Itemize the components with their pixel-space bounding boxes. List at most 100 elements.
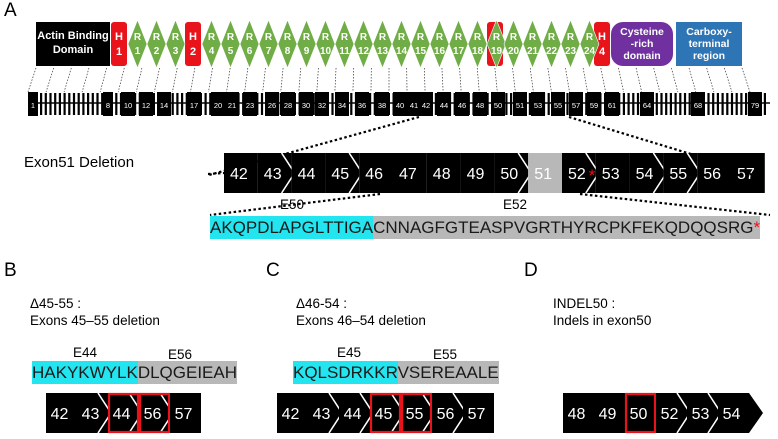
repeat-label: R bbox=[360, 32, 368, 43]
exon-box bbox=[463, 393, 494, 433]
gene-exon-box bbox=[513, 92, 527, 116]
cysteine-rich-domain-label: domain bbox=[623, 50, 660, 62]
repeat-label: R bbox=[455, 32, 463, 43]
repeat-label: R bbox=[134, 32, 142, 43]
domain-gene-connector bbox=[280, 67, 284, 93]
panel-label-c: C bbox=[266, 260, 280, 281]
gene-exon-box bbox=[419, 92, 433, 116]
repeat-10-diamond bbox=[315, 19, 336, 69]
exon-label: 45 bbox=[375, 406, 393, 423]
repeat-4-diamond bbox=[201, 19, 222, 69]
exon-label: 52 bbox=[661, 406, 679, 423]
gene-exon-tick bbox=[134, 93, 137, 115]
carboxy-terminal-region-label: region bbox=[693, 50, 725, 62]
gene-exon-tick bbox=[58, 93, 61, 115]
gene-exon-box bbox=[243, 92, 257, 116]
panel-c-subtitle: Exons 46–54 deletion bbox=[296, 313, 426, 328]
gene-exon-box bbox=[211, 92, 225, 116]
exon-label: 49 bbox=[599, 406, 617, 423]
panel-b-title: Δ45-55 : bbox=[30, 296, 82, 311]
gene-exon-tick bbox=[730, 93, 734, 115]
gene-exon-box bbox=[335, 92, 349, 116]
hinge-1-box bbox=[111, 22, 127, 66]
repeat-number: 18 bbox=[472, 46, 484, 57]
gene-exon-tick bbox=[369, 93, 372, 115]
gene-exon-tick bbox=[49, 93, 52, 115]
hinge-label: H bbox=[189, 31, 197, 43]
gene-exon-label: 14 bbox=[160, 101, 168, 110]
gene-exon-label: 8 bbox=[106, 101, 110, 110]
exon-box bbox=[563, 393, 594, 433]
repeat-number: 11 bbox=[339, 46, 350, 57]
hinge-number: 4 bbox=[599, 46, 606, 58]
repeat-5-diamond bbox=[220, 19, 241, 69]
repeat-14-diamond bbox=[391, 19, 412, 69]
gene-exon-box bbox=[281, 92, 295, 116]
repeat-11-diamond bbox=[334, 19, 355, 69]
gene-exon-tick bbox=[726, 93, 729, 115]
gene-exon-box bbox=[605, 92, 619, 116]
gene-exon-box bbox=[587, 92, 601, 116]
gene-exon-tick bbox=[660, 93, 663, 115]
gene-exon-tick bbox=[44, 93, 47, 115]
domain-gene-connector bbox=[208, 67, 213, 93]
repeat-22-diamond bbox=[541, 19, 562, 69]
gene-exon-tick bbox=[740, 93, 743, 115]
exon-label: 43 bbox=[313, 406, 331, 423]
exon-box bbox=[46, 393, 77, 433]
gene-exon-tick bbox=[72, 93, 76, 115]
exon-outline bbox=[400, 392, 433, 434]
stop-codon-star: * bbox=[753, 216, 761, 239]
repeat-label: R bbox=[208, 32, 216, 43]
panel-b-e44-label: E44 bbox=[73, 345, 98, 360]
gene-exon-label: 50 bbox=[494, 101, 502, 110]
domain-gene-connector bbox=[547, 67, 552, 93]
gene-exon-label: 1 bbox=[31, 101, 35, 110]
exon-outline bbox=[369, 392, 402, 434]
gene-exon-tick bbox=[510, 93, 513, 115]
domain-gene-connector bbox=[459, 67, 462, 93]
gene-exon-label: 59 bbox=[590, 101, 598, 110]
domain-gene-connector bbox=[298, 67, 302, 93]
exon-label: 53 bbox=[692, 406, 710, 423]
domain-gene-connector bbox=[81, 67, 90, 93]
gene-exon-box bbox=[473, 92, 487, 116]
cysteine-rich-domain-label: -rich bbox=[631, 38, 654, 50]
exon-box bbox=[594, 393, 625, 433]
domain-gene-connector bbox=[741, 67, 751, 93]
hinge-number: 1 bbox=[116, 46, 122, 58]
hinge-label: H bbox=[115, 31, 123, 43]
gene-exon-tick bbox=[256, 93, 259, 115]
gene-exon-tick bbox=[185, 93, 188, 115]
sequence-e50-segment: AKQPDLAPGLTTIGA bbox=[210, 216, 374, 239]
exon-box bbox=[277, 393, 308, 433]
gene-exon-tick bbox=[745, 93, 748, 115]
gene-exon-tick bbox=[63, 93, 66, 115]
panel-b-e56-segment: DLQGEIEAH bbox=[137, 361, 238, 384]
panel-b-e56-label: E56 bbox=[168, 347, 193, 362]
domain-gene-connector bbox=[653, 67, 661, 93]
panel-c-title: Δ46-54 : bbox=[296, 296, 348, 311]
gene-exon-tick bbox=[82, 93, 85, 115]
premature-stop-star: * bbox=[589, 166, 596, 185]
repeat-label: R bbox=[227, 32, 235, 43]
repeat-number: 2 bbox=[154, 46, 160, 57]
domain-gene-connector bbox=[724, 67, 733, 93]
exon-box bbox=[697, 153, 731, 193]
gene-exon-label: 26 bbox=[268, 101, 276, 110]
gene-exon-box bbox=[139, 92, 153, 116]
repeat-9-diamond bbox=[296, 19, 317, 69]
gene-exon-box bbox=[157, 92, 171, 116]
repeat-24-diamond bbox=[579, 19, 600, 69]
gene-exon-tick bbox=[486, 93, 489, 115]
exon-outline bbox=[624, 392, 657, 434]
gene-exon-label: 61 bbox=[608, 101, 616, 110]
repeat-3-diamond bbox=[165, 19, 186, 69]
gene-exon-tick bbox=[54, 93, 57, 115]
domain-gene-connector bbox=[316, 67, 319, 93]
gene-exon-label: 34 bbox=[338, 101, 346, 110]
gene-exon-tick bbox=[679, 93, 682, 115]
repeat-21-diamond bbox=[522, 19, 543, 69]
gene-exon-label: 46 bbox=[458, 101, 466, 110]
repeat-label: R bbox=[398, 32, 406, 43]
